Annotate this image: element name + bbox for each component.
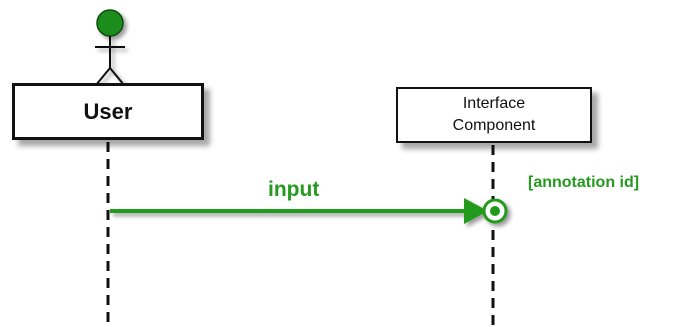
interface-label-line-1: Interface xyxy=(462,95,526,112)
interface-label-line-2: Component xyxy=(452,117,536,134)
message-label: input xyxy=(268,178,320,201)
actor-head xyxy=(96,9,124,37)
actor-stick-figure xyxy=(95,9,125,86)
interface-component-box: Interface Component xyxy=(396,87,592,143)
input-message-arrow xyxy=(110,198,488,224)
user-lifeline-box: User xyxy=(12,83,204,140)
user-label: User xyxy=(83,98,133,124)
annotation-marker xyxy=(482,198,508,224)
annotation-label: [annotation id] xyxy=(528,174,640,191)
